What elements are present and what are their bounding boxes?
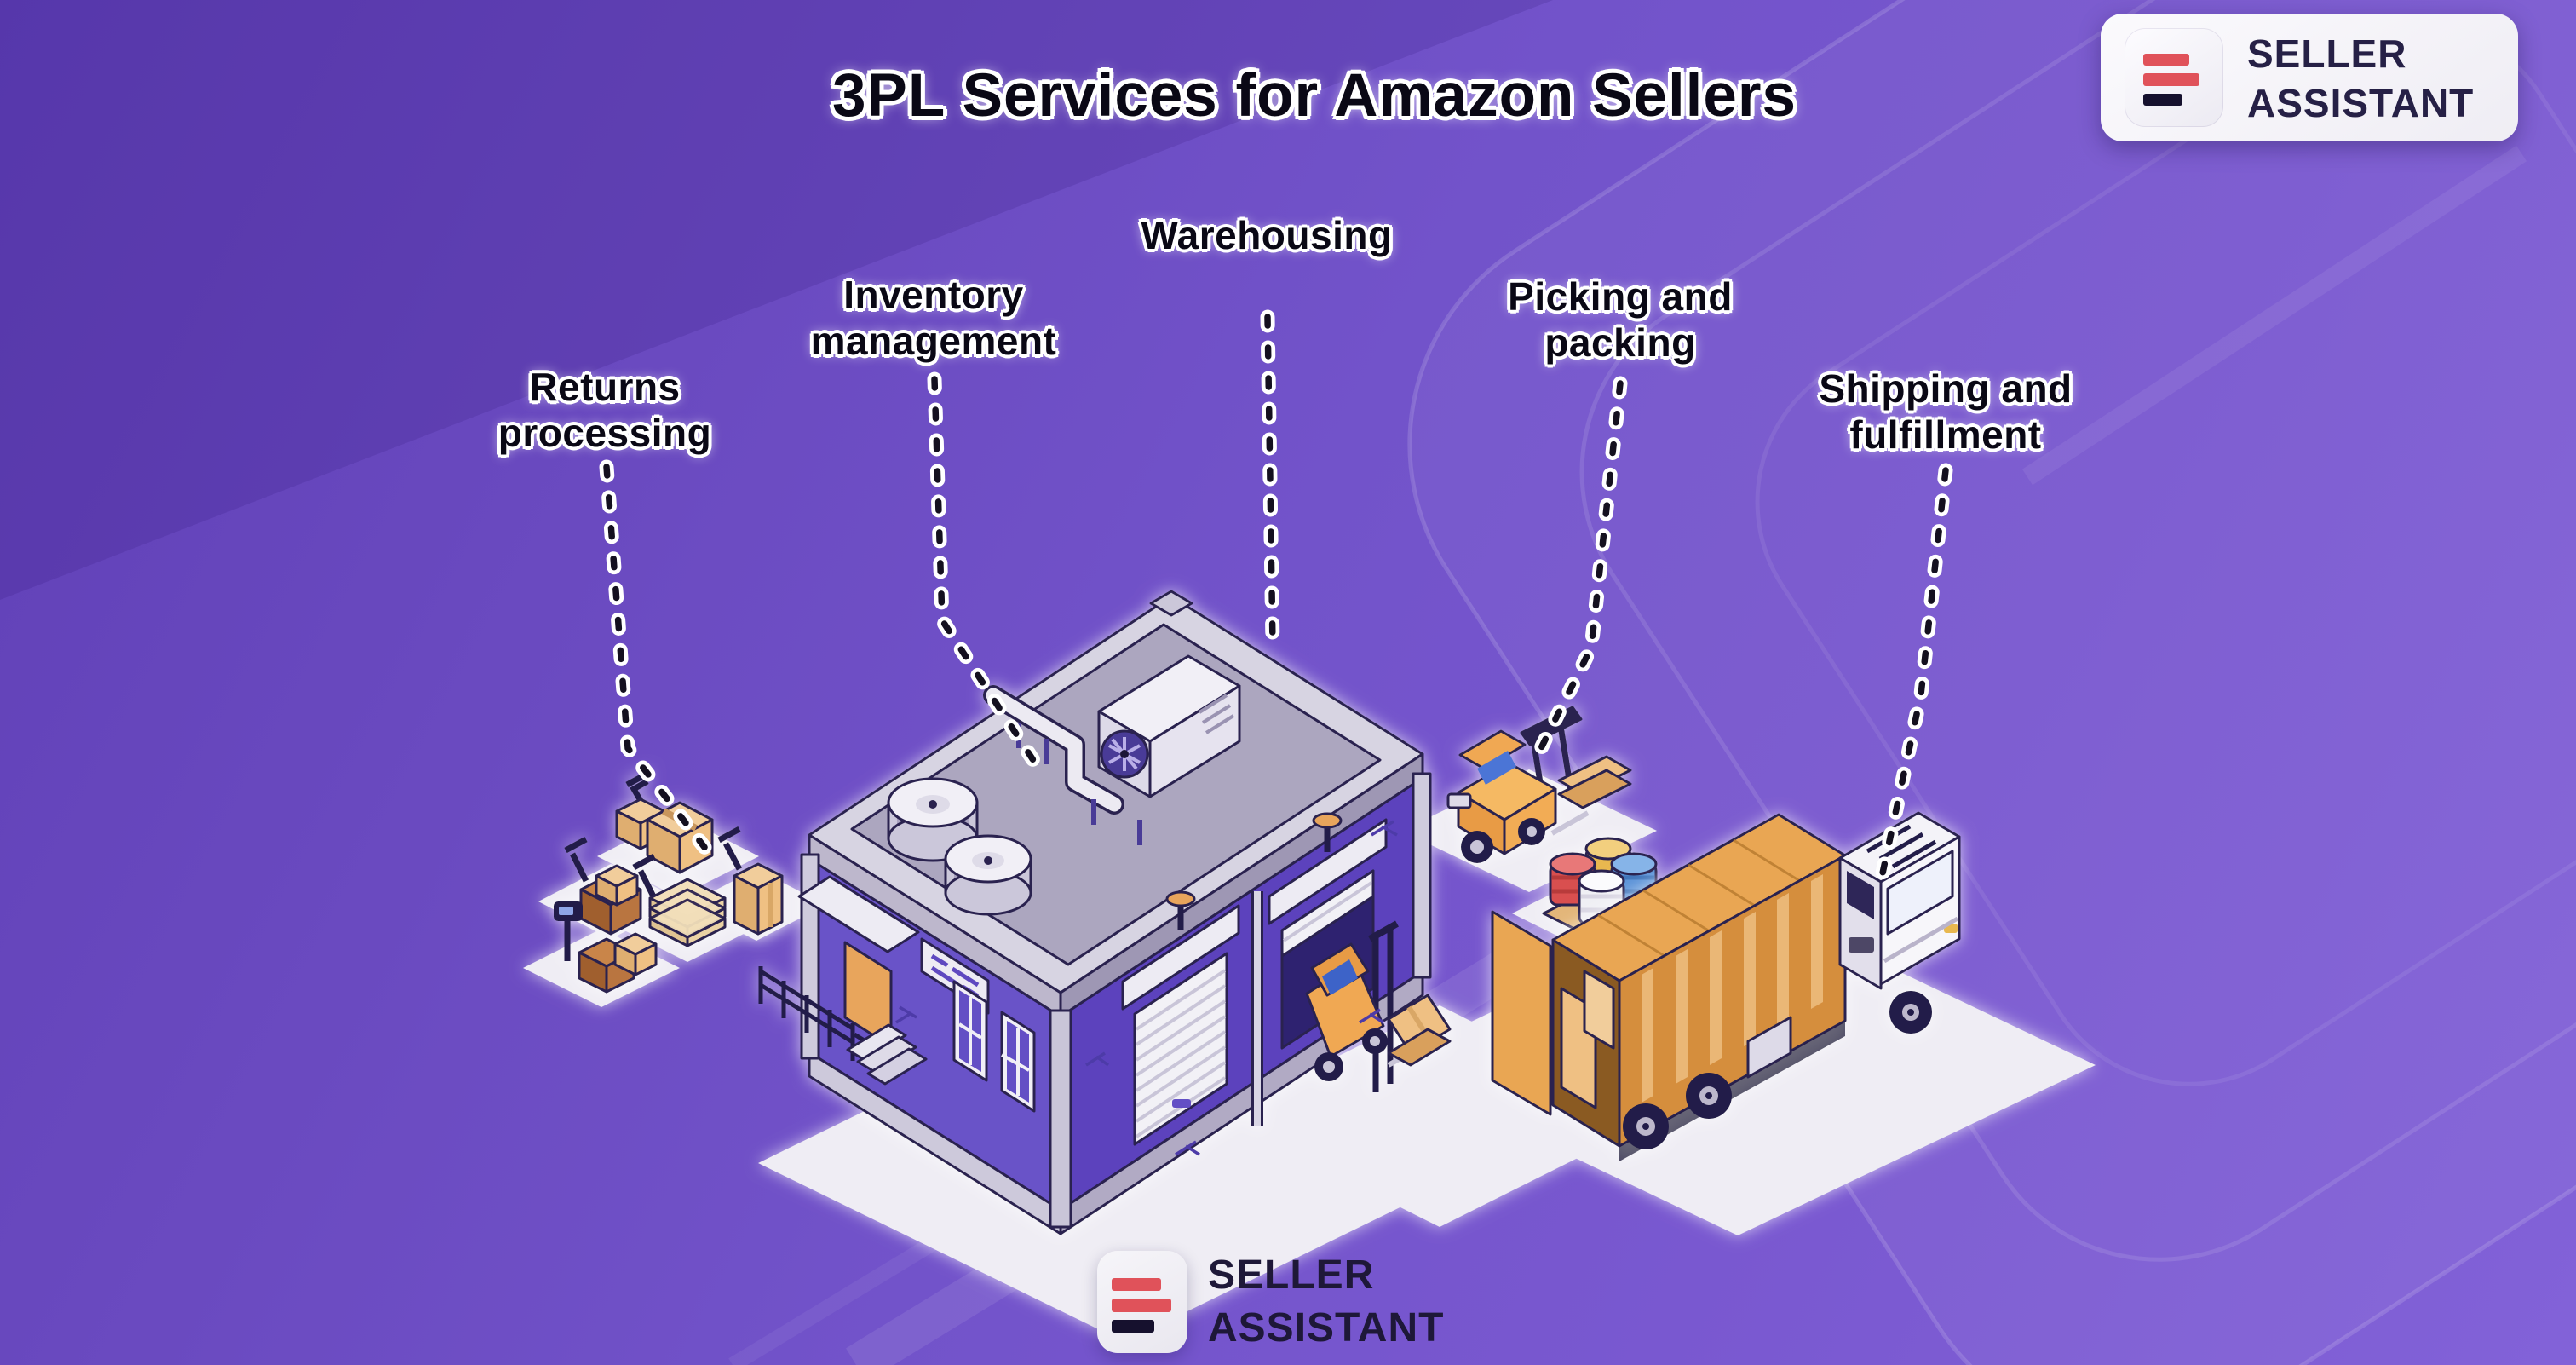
seller-assistant-logo-icon — [1097, 1251, 1187, 1353]
cargo-box — [1583, 970, 1615, 1050]
delivery-truck-illustration — [1491, 811, 1961, 1161]
label-returns-processing: Returns processing — [497, 365, 712, 456]
wall-cracks — [895, 820, 1398, 1156]
roof-pipe-icon — [983, 685, 1142, 845]
forklift-grille — [1446, 792, 1472, 809]
brand-badge: SELLER ASSISTANT — [2101, 14, 2518, 141]
logo-bar-top-icon — [2143, 54, 2189, 66]
roof-hvac-unit — [1097, 654, 1241, 798]
leader-line-returns — [599, 459, 717, 861]
label-inventory-management: Inventory management — [810, 273, 1057, 364]
returns-item-scale — [554, 901, 658, 994]
truck-windshield — [1886, 850, 1954, 936]
logo-bar-bottom-icon — [2143, 94, 2182, 106]
truck-fuel-tank — [1746, 1016, 1792, 1079]
logo-bar-middle-icon — [1112, 1299, 1171, 1312]
truck-wheels — [1623, 991, 1932, 1149]
loading-forklift-illustration — [1305, 920, 1452, 1092]
label-picking-and-packing: Picking and packing — [1508, 274, 1733, 366]
logo-bar-top-icon — [1112, 1278, 1161, 1291]
leader-line-shipping — [1871, 463, 1953, 901]
logo-bar-bottom-icon — [1112, 1320, 1154, 1333]
window — [952, 980, 988, 1082]
roof-vent-icon — [887, 777, 979, 862]
forklift-canopy — [1458, 729, 1527, 770]
warehouse-building — [758, 590, 1452, 1235]
pallet-jack-handle-icon — [722, 842, 743, 871]
logo-bar-middle-icon — [2143, 73, 2199, 86]
garage-door-closed — [1121, 890, 1240, 1146]
seller-assistant-logo-icon — [2125, 28, 2223, 127]
label-warehousing: Warehousing — [1141, 213, 1393, 257]
pallet-jack-handle-icon — [569, 852, 589, 883]
forklift-windshield — [1322, 959, 1358, 995]
background-dark-wedge — [0, 0, 1553, 600]
entrance-awning — [797, 875, 920, 953]
window — [1000, 1011, 1036, 1113]
forklift-forks-icon — [1550, 810, 1590, 836]
returns-item-boxes — [615, 769, 714, 874]
leader-line-inventory — [927, 371, 1049, 780]
pallet-icon — [1387, 1028, 1452, 1067]
truck-chassis — [1619, 1021, 1845, 1161]
picking-forklift-illustration — [1446, 706, 1632, 863]
forklift-windshield — [1477, 751, 1516, 785]
returns-item-crate — [564, 836, 642, 936]
entrance-porch — [758, 875, 928, 1086]
brand-wordmark: SELLER ASSISTANT — [1208, 1253, 1445, 1351]
leader-line-picking — [1526, 376, 1628, 771]
brand-watermark: SELLER ASSISTANT — [1097, 1247, 1540, 1365]
garage-header-board — [1268, 818, 1388, 925]
label-shipping-fulfillment: Shipping and fulfillment — [1819, 366, 2073, 458]
returns-item-tall-box — [717, 826, 784, 936]
leader-lines — [599, 309, 1953, 901]
truck-rear-door-open — [1491, 910, 1552, 1116]
cab-side-window — [1847, 871, 1874, 919]
page-title: 3PL Services for Amazon Sellers — [831, 62, 1797, 130]
leader-line-warehousing — [1260, 309, 1280, 653]
brand-wordmark: SELLER ASSISTANT — [2247, 32, 2475, 125]
roof-vent-icon — [944, 834, 1032, 916]
truck-cab-side — [1838, 856, 1883, 990]
garage-header-board — [1121, 904, 1240, 1011]
returns-item-pallets — [632, 853, 727, 947]
returns-pallet-boxes-illustration — [554, 769, 784, 994]
roof-corner-notch — [1149, 590, 1193, 617]
pallet-jack-handle-icon — [637, 869, 658, 900]
